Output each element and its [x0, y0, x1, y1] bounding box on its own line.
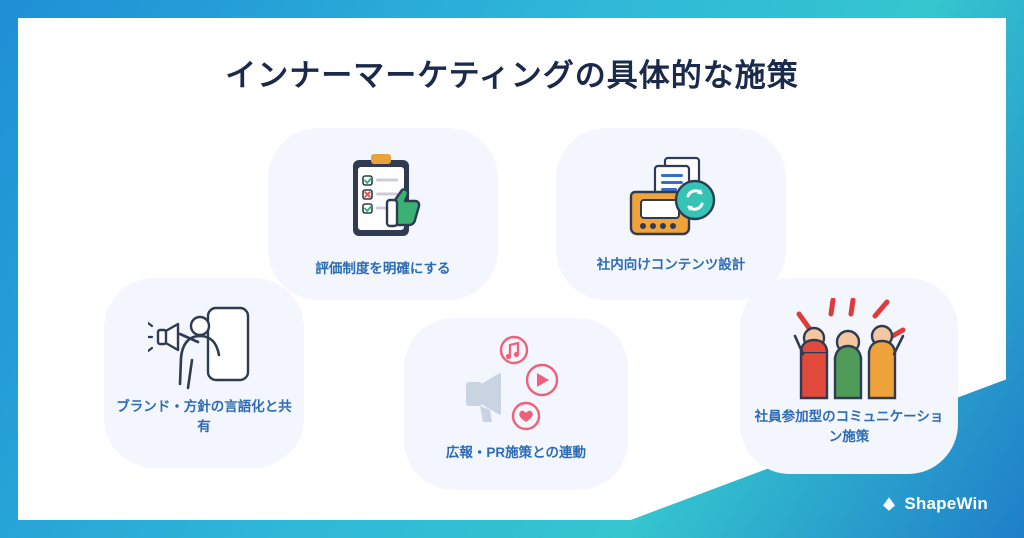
megaphone-media-icon — [458, 334, 574, 443]
megaphone-person-icon — [145, 304, 260, 397]
cheering-people-icon — [791, 297, 907, 407]
brand-logo-text: ShapeWin — [904, 494, 988, 513]
node-label: 社員参加型のコミュニケーション施策 — [754, 409, 944, 445]
page-title: インナーマーケティングの具体的な施策 — [225, 58, 799, 93]
node-label: 社内向けコンテンツ設計 — [596, 257, 746, 272]
node-label: 評価制度を明確にする — [315, 261, 451, 276]
node-pr-integration[interactable]: 広報・PR施策との連動 — [404, 318, 628, 490]
node-internal-content-design[interactable]: 社内向けコンテンツ設計 — [556, 128, 786, 300]
documents-sync-icon — [619, 154, 723, 255]
node-label: ブランド・方針の言語化と共有 — [116, 399, 292, 435]
node-employee-communication[interactable]: 社員参加型のコミュニケーション施策 — [740, 278, 958, 474]
clipboard-checklist-thumbsup-icon — [331, 150, 435, 259]
node-evaluation-system[interactable]: 評価制度を明確にする — [268, 128, 498, 300]
brand-logo: ShapeWin — [880, 494, 988, 514]
shapewin-mark-icon — [883, 497, 896, 511]
node-brand-policy-sharing[interactable]: ブランド・方針の言語化と共有 — [104, 278, 304, 468]
node-label: 広報・PR施策との連動 — [445, 445, 587, 460]
